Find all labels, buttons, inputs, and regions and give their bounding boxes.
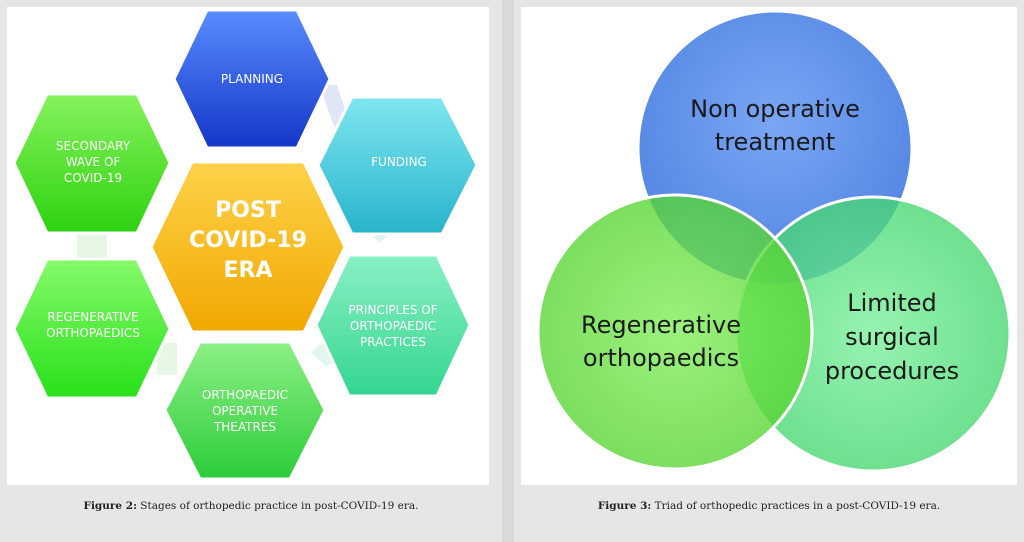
circle-regenerative: [536, 193, 814, 471]
circle-limited-surgical-label-line-3: procedures: [825, 357, 959, 385]
hexagon-secondary-wave: SECONDARY WAVE OF COVID-19: [12, 92, 172, 235]
circle-regenerative-label-line-2: orthopaedics: [583, 344, 739, 372]
hexagon-funding-label: FUNDING: [371, 155, 427, 169]
circle-regenerative-label: Regenerative orthopaedics: [581, 311, 741, 372]
hexagon-planning: PLANNING: [172, 8, 332, 150]
figure-2-caption-label: Figure 2:: [83, 500, 137, 512]
hexagon-planning-label-line-1: PLANNING: [221, 72, 283, 86]
hexagon-secondary-wave-label-line-3: COVID-19: [64, 171, 122, 185]
hexagon-secondary-wave-label-line-2: WAVE OF: [66, 155, 121, 169]
hexagon-theatres-label-line-3: THEATRES: [213, 420, 276, 434]
hexagon-theatres-label-line-1: ORTHOPAEDIC: [202, 388, 288, 402]
figure-3-caption-label: Figure 3:: [597, 500, 652, 512]
hexagon-secondary-wave-label-line-1: SECONDARY: [56, 139, 131, 153]
hexagon-secondary-wave-label: SECONDARY WAVE OF COVID-19: [56, 139, 131, 185]
hexagon-regenerative: REGENERATIVE ORTHOPAEDICS: [12, 257, 172, 400]
figure-3-caption: Figure 3: Triad of orthopedic practices …: [514, 500, 1024, 512]
hexagon-regenerative-label-line-2: ORTHOPAEDICS: [46, 326, 140, 340]
circle-limited-surgical-label-line-2: surgical: [845, 323, 939, 351]
figure-2-caption: Figure 2: Stages of orthopedic practice …: [0, 500, 502, 512]
hexagon-center-label-line-3: ERA: [224, 258, 273, 283]
figure-3-panel: Non operative treatment Regenerative ortho…: [514, 0, 1024, 542]
hexagon-regenerative-label-line-1: REGENERATIVE: [47, 310, 138, 324]
figure-2-diagram: PLANNING FUNDING PRINCIPLES OF ORTHOPAEDI…: [7, 7, 489, 485]
circle-non-operative-label: Non operative treatment: [690, 95, 860, 156]
hexagon-principles-label-line-1: PRINCIPLES OF: [348, 303, 437, 317]
hexagon-principles-label-line-3: PRACTICES: [360, 335, 426, 349]
hexagon-principles-label-line-2: ORTHOPAEDIC: [350, 319, 436, 333]
hexagon-regenerative-label: REGENERATIVE ORTHOPAEDICS: [46, 310, 140, 340]
hexagon-principles: PRINCIPLES OF ORTHOPAEDIC PRACTICES: [314, 253, 472, 398]
circle-regenerative-label-line-1: Regenerative: [581, 311, 741, 339]
circle-limited-surgical-label: Limited surgical procedures: [825, 289, 959, 385]
hexagon-funding: FUNDING: [316, 95, 479, 236]
hexagon-theatres-label-line-2: OPERATIVE: [212, 404, 278, 418]
venn-diagram: Non operative treatment Regenerative ortho…: [536, 9, 1012, 473]
figure-3-caption-text: Triad of orthopedic practices in a post-…: [651, 500, 941, 512]
figure-2-panel: PLANNING FUNDING PRINCIPLES OF ORTHOPAEDI…: [0, 0, 502, 542]
circle-limited-surgical-label-line-1: Limited: [847, 289, 937, 317]
figure-2-caption-text: Stages of orthopedic practice in post-CO…: [136, 500, 419, 512]
figure-3-diagram: Non operative treatment Regenerative ortho…: [521, 7, 1017, 485]
circle-non-operative-label-line-2: treatment: [715, 128, 835, 156]
hexagon-diagram: PLANNING FUNDING PRINCIPLES OF ORTHOPAEDI…: [12, 8, 479, 481]
hexagon-center-label-line-1: POST: [215, 198, 281, 223]
hexagon-funding-label-line-1: FUNDING: [371, 155, 427, 169]
hexagon-theatres: ORTHOPAEDIC OPERATIVE THEATRES: [163, 340, 327, 481]
hexagon-theatres-label: ORTHOPAEDIC OPERATIVE THEATRES: [202, 388, 288, 434]
circle-non-operative-label-line-1: Non operative: [690, 95, 860, 123]
hexagon-principles-label: PRINCIPLES OF ORTHOPAEDIC PRACTICES: [348, 303, 437, 349]
hexagon-center-label-line-2: COVID-19: [189, 228, 307, 253]
hexagon-planning-label: PLANNING: [221, 72, 283, 86]
